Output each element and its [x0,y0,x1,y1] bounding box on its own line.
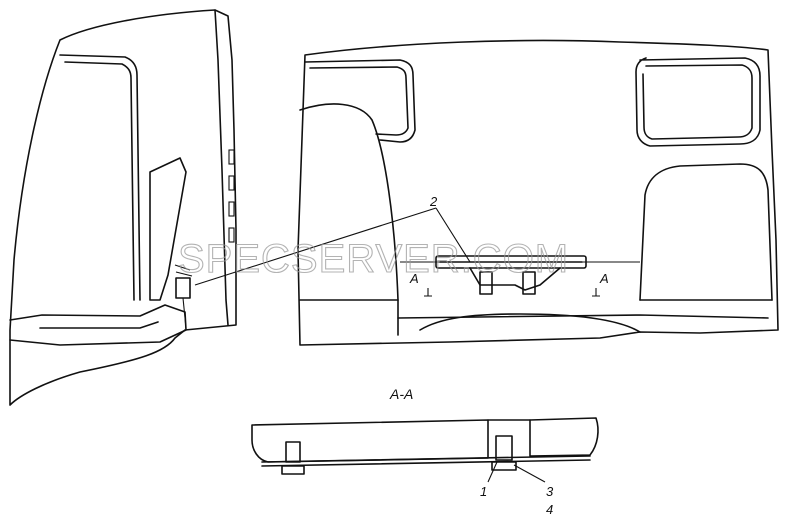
callout-label-1: 1 [480,484,487,499]
right-rear-view [297,39,779,346]
left-side-view [9,9,237,406]
section-title: A-A [389,386,413,402]
section-bolt-right [495,435,513,461]
section-mark-a-left: A [409,271,419,286]
section-bolt-left [285,441,301,463]
rail-bracket-left [479,271,493,295]
section-mark-a-right: A [599,271,609,286]
callout-2-leaders [194,207,471,286]
rail-bracket-right [522,271,536,295]
callout-label-2: 2 [429,194,438,209]
callout-label-3: 3 [546,484,554,499]
section-a-a [251,417,599,483]
left-bracket-detail [175,277,191,299]
callout-label-4: 4 [546,502,553,517]
watermark-text: SPECSERVER.COM [178,237,569,281]
